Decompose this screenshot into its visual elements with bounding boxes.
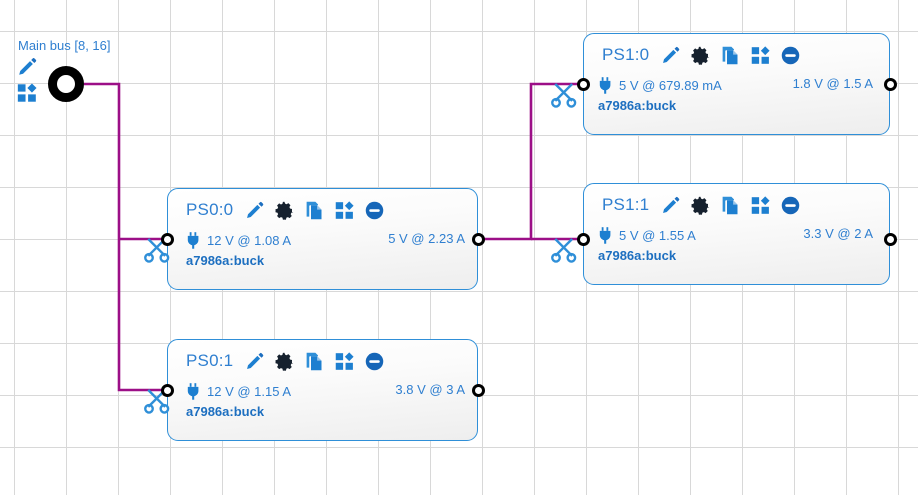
copy-icon[interactable] [720,45,741,66]
node-toolbar[interactable] [660,195,801,216]
minus-circle-icon[interactable] [364,351,385,372]
gear-icon[interactable] [274,200,295,221]
port-output-ps1-1[interactable] [883,232,897,246]
node-header-ps0-0: PS0:0 [186,197,385,223]
node-header-ps1-1: PS1:1 [602,192,801,218]
main-bus-label: Main bus [8, 16] [18,38,111,53]
node-input-value: 5 V @ 1.55 A [619,227,696,243]
scissors-ps1-1-input[interactable] [549,234,579,264]
node-input-row: 5 V @ 679.89 mA [596,75,722,95]
plug-icon [184,382,203,401]
node-ps0-1[interactable]: PS0:1 [167,339,478,441]
dashboard-icon[interactable] [334,351,355,372]
node-input-row: 5 V @ 1.55 A [596,225,696,245]
node-part-label: a7986a:buck [186,404,265,419]
port-output-ps0-0[interactable] [471,232,485,246]
node-part-label: a7986a:buck [186,253,265,268]
main-bus-icons[interactable] [16,56,46,108]
node-output-value: 1.8 V @ 1.5 A [792,76,873,91]
dashboard-icon[interactable] [750,45,771,66]
node-title: PS1:0 [602,45,650,64]
gear-icon[interactable] [690,45,711,66]
dashboard-icon[interactable] [750,195,771,216]
node-input-row: 12 V @ 1.15 A [184,381,291,401]
node-title: PS1:1 [602,195,650,214]
pencil-icon[interactable] [244,351,265,372]
minus-circle-icon[interactable] [780,195,801,216]
node-input-value: 12 V @ 1.15 A [207,383,292,399]
copy-icon[interactable] [304,200,325,221]
node-toolbar[interactable] [244,200,385,221]
dashboard-icon[interactable] [16,82,46,104]
gear-icon[interactable] [690,195,711,216]
node-ps0-0[interactable]: PS0:0 [167,188,478,290]
copy-icon[interactable] [720,195,741,216]
port-input-ps0-0[interactable] [160,232,174,246]
plug-icon [596,76,615,95]
port-output-ps1-0[interactable] [883,77,897,91]
node-title: PS0:0 [186,200,234,219]
port-output-ps0-1[interactable] [471,383,485,397]
dashboard-icon[interactable] [334,200,355,221]
node-input-value: 12 V @ 1.08 A [207,232,292,248]
node-ps1-1[interactable]: PS1:1 [583,183,890,285]
pencil-icon[interactable] [16,56,46,78]
node-header-ps1-0: PS1:0 [602,42,801,68]
pencil-icon[interactable] [660,195,681,216]
main-bus-group[interactable]: Main bus [8, 16] [14,38,134,110]
pencil-icon[interactable] [244,200,265,221]
gear-icon[interactable] [274,351,295,372]
node-header-ps0-1: PS0:1 [186,348,385,374]
minus-circle-icon[interactable] [364,200,385,221]
node-toolbar[interactable] [660,45,801,66]
port-input-ps1-0[interactable] [576,77,590,91]
plug-icon [184,231,203,250]
node-toolbar[interactable] [244,351,385,372]
copy-icon[interactable] [304,351,325,372]
node-title: PS0:1 [186,351,234,370]
node-output-value: 3.8 V @ 3 A [395,382,465,397]
node-part-label: a7986a:buck [598,98,677,113]
main-bus-output-port[interactable] [48,66,84,102]
port-input-ps0-1[interactable] [160,383,174,397]
node-part-label: a7986a:buck [598,248,677,263]
node-input-row: 12 V @ 1.08 A [184,230,291,250]
pencil-icon[interactable] [660,45,681,66]
node-output-value: 5 V @ 2.23 A [388,231,465,246]
minus-circle-icon[interactable] [780,45,801,66]
node-ps1-0[interactable]: PS1:0 [583,33,890,135]
plug-icon [596,226,615,245]
port-input-ps1-1[interactable] [576,232,590,246]
node-input-value: 5 V @ 679.89 mA [619,77,722,93]
node-output-value: 3.3 V @ 2 A [803,226,873,241]
scissors-ps1-0-input[interactable] [549,79,579,109]
